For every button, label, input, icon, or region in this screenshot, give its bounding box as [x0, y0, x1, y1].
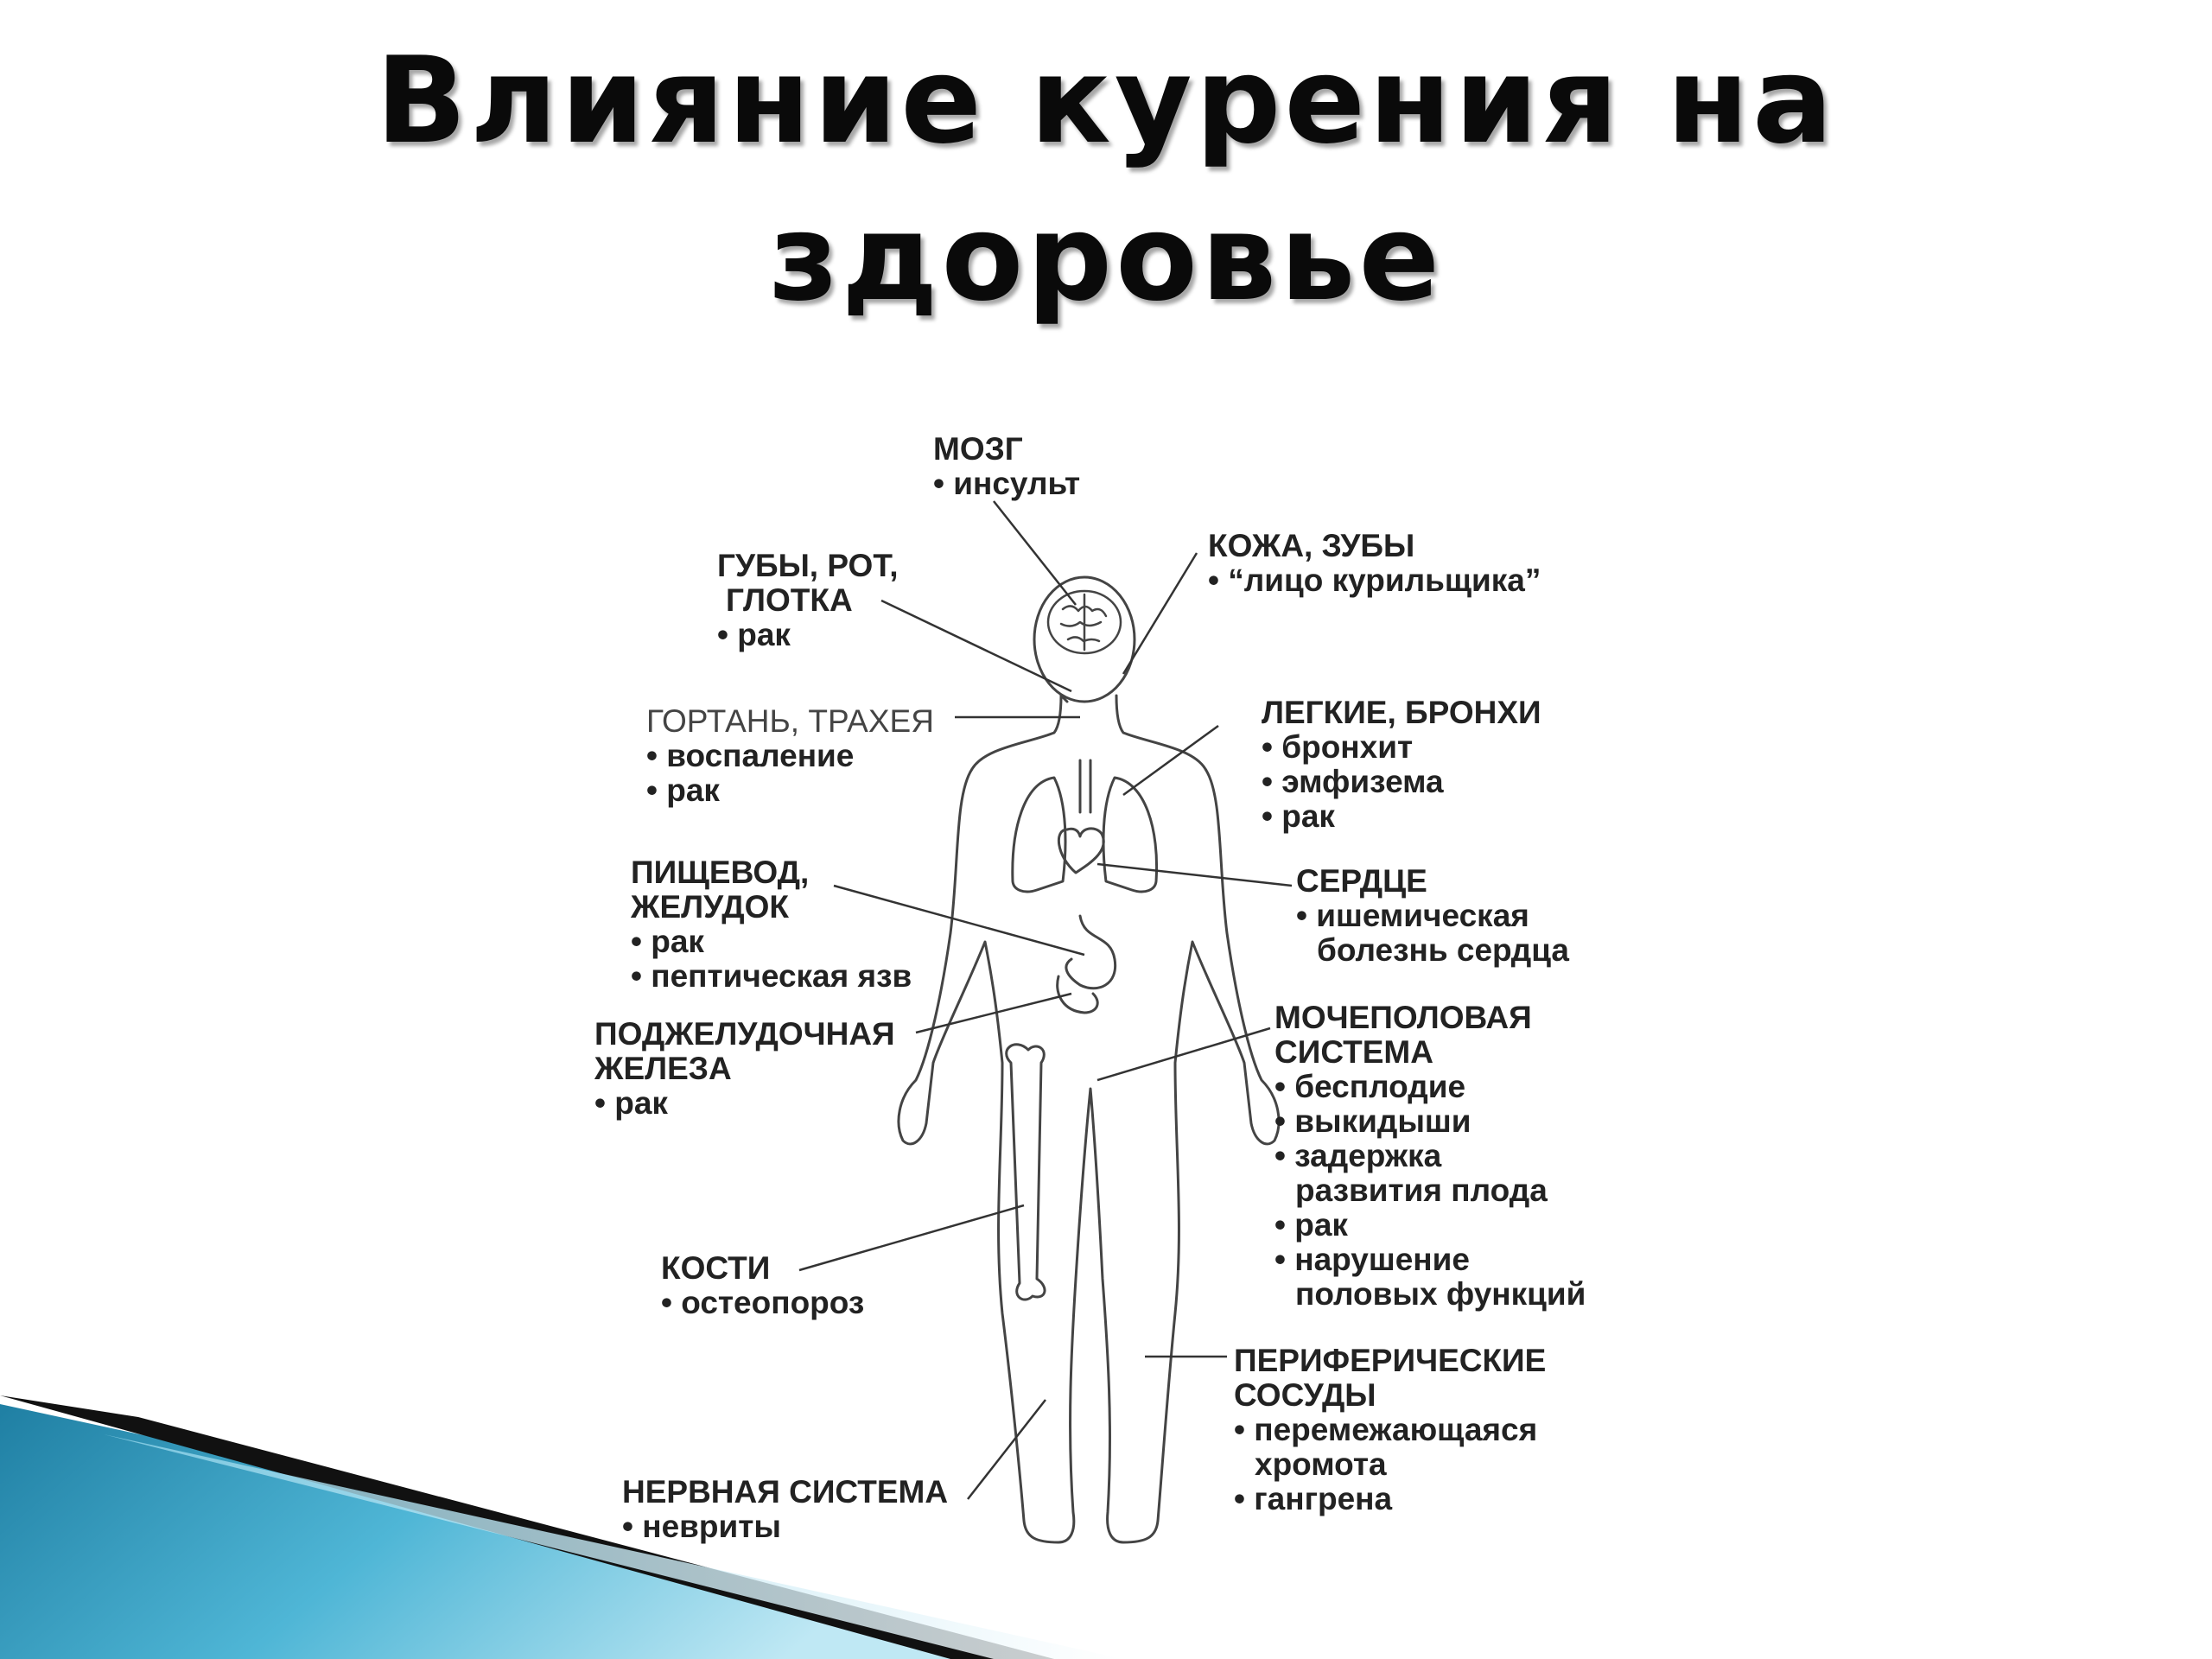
leader-pancreas — [915, 992, 1072, 1034]
slide-title-line-1: Влияние курения на — [375, 31, 1837, 170]
label-vessels-header-2: СОСУДЫ — [1234, 1377, 1376, 1413]
leader-nervous — [967, 1399, 1046, 1500]
label-urogenital-item-3: • задержка — [1274, 1138, 1442, 1173]
label-bones: КОСТИ • остеопороз — [661, 1251, 864, 1320]
label-vessels-header-1: ПЕРИФЕРИЧЕСКИЕ — [1234, 1343, 1547, 1378]
label-heart-item-1: • ишемическая — [1296, 898, 1529, 933]
pancreas-icon — [1056, 975, 1099, 1014]
label-pancreas-header-2: ЖЕЛЕЗА — [594, 1051, 732, 1086]
head-outline — [1033, 575, 1136, 703]
label-heart-header: СЕРДЦЕ — [1296, 863, 1427, 899]
left-lung — [1011, 776, 1067, 893]
label-vessels-item-1: • перемежающаяся — [1234, 1412, 1538, 1447]
label-mouth-header-1: ГУБЫ, РОТ, — [717, 548, 899, 583]
label-urogenital-header-2: СИСТЕМА — [1274, 1034, 1433, 1070]
label-vessels-item-2: • гангрена — [1234, 1481, 1393, 1516]
label-mouth-header-2: ГЛОТКА — [726, 582, 853, 618]
label-mouth: ГУБЫ, РОТ, ГЛОТКА • рак — [717, 549, 899, 652]
heart-icon — [1057, 827, 1105, 874]
label-skin-item: • “лицо курильщика” — [1208, 563, 1541, 598]
label-urogenital-item-5: • нарушение — [1274, 1242, 1470, 1277]
label-urogenital-item-5-cont: половых функций — [1295, 1276, 1586, 1312]
label-bones-header: КОСТИ — [661, 1250, 771, 1286]
label-vessels: ПЕРИФЕРИЧЕСКИЕ СОСУДЫ • перемежающаяся х… — [1234, 1344, 1546, 1516]
leader-mouth — [880, 599, 1072, 693]
label-urogenital-item-3-cont: развития плода — [1295, 1173, 1548, 1208]
leader-heart — [1096, 862, 1293, 887]
label-esophagus-item-1: • рак — [631, 924, 704, 959]
leader-urogenital — [1096, 1027, 1271, 1082]
label-bones-item: • остеопороз — [661, 1285, 865, 1320]
leader-lungs — [1122, 724, 1219, 797]
label-esophagus: ПИЩЕВОД, ЖЕЛУДОК • рак • пептическая язв — [631, 855, 912, 994]
label-nervous-item: • невриты — [622, 1509, 781, 1544]
label-lungs: ЛЕГКИЕ, БРОНХИ • бронхит • эмфизема • ра… — [1262, 696, 1541, 834]
brain-icon — [1046, 589, 1122, 655]
label-heart: СЕРДЦЕ • ишемическая болезнь сердца — [1296, 864, 1569, 968]
leader-skin — [1122, 552, 1198, 675]
label-lungs-item-2: • эмфизема — [1262, 764, 1444, 799]
leader-brain — [993, 500, 1077, 606]
label-skin: КОЖА, ЗУБЫ • “лицо курильщика” — [1208, 529, 1541, 598]
label-pancreas: ПОДЖЕЛУДОЧНАЯ ЖЕЛЕЗА • рак — [594, 1017, 895, 1121]
label-esophagus-header-1: ПИЩЕВОД, — [631, 855, 810, 890]
label-brain: МОЗГ • инсульт — [933, 432, 1080, 501]
label-urogenital-item-2: • выкидыши — [1274, 1103, 1471, 1139]
label-esophagus-header-2: ЖЕЛУДОК — [631, 889, 789, 925]
label-larynx-item-2: • рак — [646, 772, 720, 808]
label-nervous-header: НЕРВНАЯ СИСТЕМА — [622, 1474, 949, 1510]
label-skin-header: КОЖА, ЗУБЫ — [1208, 528, 1415, 563]
leader-bones — [798, 1204, 1025, 1272]
label-lungs-item-3: • рак — [1262, 798, 1335, 834]
label-urogenital-header-1: МОЧЕПОЛОВАЯ — [1274, 1000, 1532, 1035]
body-outline — [897, 694, 1281, 1544]
label-larynx: ГОРТАНЬ, ТРАХЕЯ • воспаление • рак — [646, 704, 934, 808]
ribbon-light — [104, 1434, 1123, 1659]
label-nervous: НЕРВНАЯ СИСТЕМА • невриты — [622, 1475, 948, 1544]
label-urogenital-item-1: • бесплодие — [1274, 1069, 1466, 1104]
label-esophagus-item-2: • пептическая язв — [631, 958, 912, 994]
label-mouth-item: • рак — [717, 617, 791, 652]
femur-bone-icon — [1005, 1043, 1046, 1301]
label-vessels-item-1-cont: хромота — [1255, 1446, 1387, 1482]
label-lungs-item-1: • бронхит — [1262, 729, 1414, 765]
right-lung — [1102, 776, 1159, 893]
label-lungs-header: ЛЕГКИЕ, БРОНХИ — [1262, 695, 1541, 730]
label-urogenital-item-4: • рак — [1274, 1207, 1348, 1243]
label-brain-header: МОЗГ — [933, 431, 1023, 467]
label-larynx-item-1: • воспаление — [646, 738, 855, 773]
stomach-icon — [1065, 914, 1117, 990]
label-urogenital: МОЧЕПОЛОВАЯ СИСТЕМА • бесплодие • выкиды… — [1274, 1001, 1586, 1312]
slide-title-line-2: здоровье — [768, 188, 1444, 327]
label-brain-item: • инсульт — [933, 466, 1081, 501]
label-pancreas-header-1: ПОДЖЕЛУДОЧНАЯ — [594, 1016, 895, 1052]
label-larynx-header: ГОРТАНЬ, ТРАХЕЯ — [646, 703, 934, 739]
label-heart-item-1-cont: болезнь сердца — [1317, 932, 1569, 968]
label-pancreas-item: • рак — [594, 1085, 668, 1121]
leader-esophagus — [833, 884, 1085, 957]
